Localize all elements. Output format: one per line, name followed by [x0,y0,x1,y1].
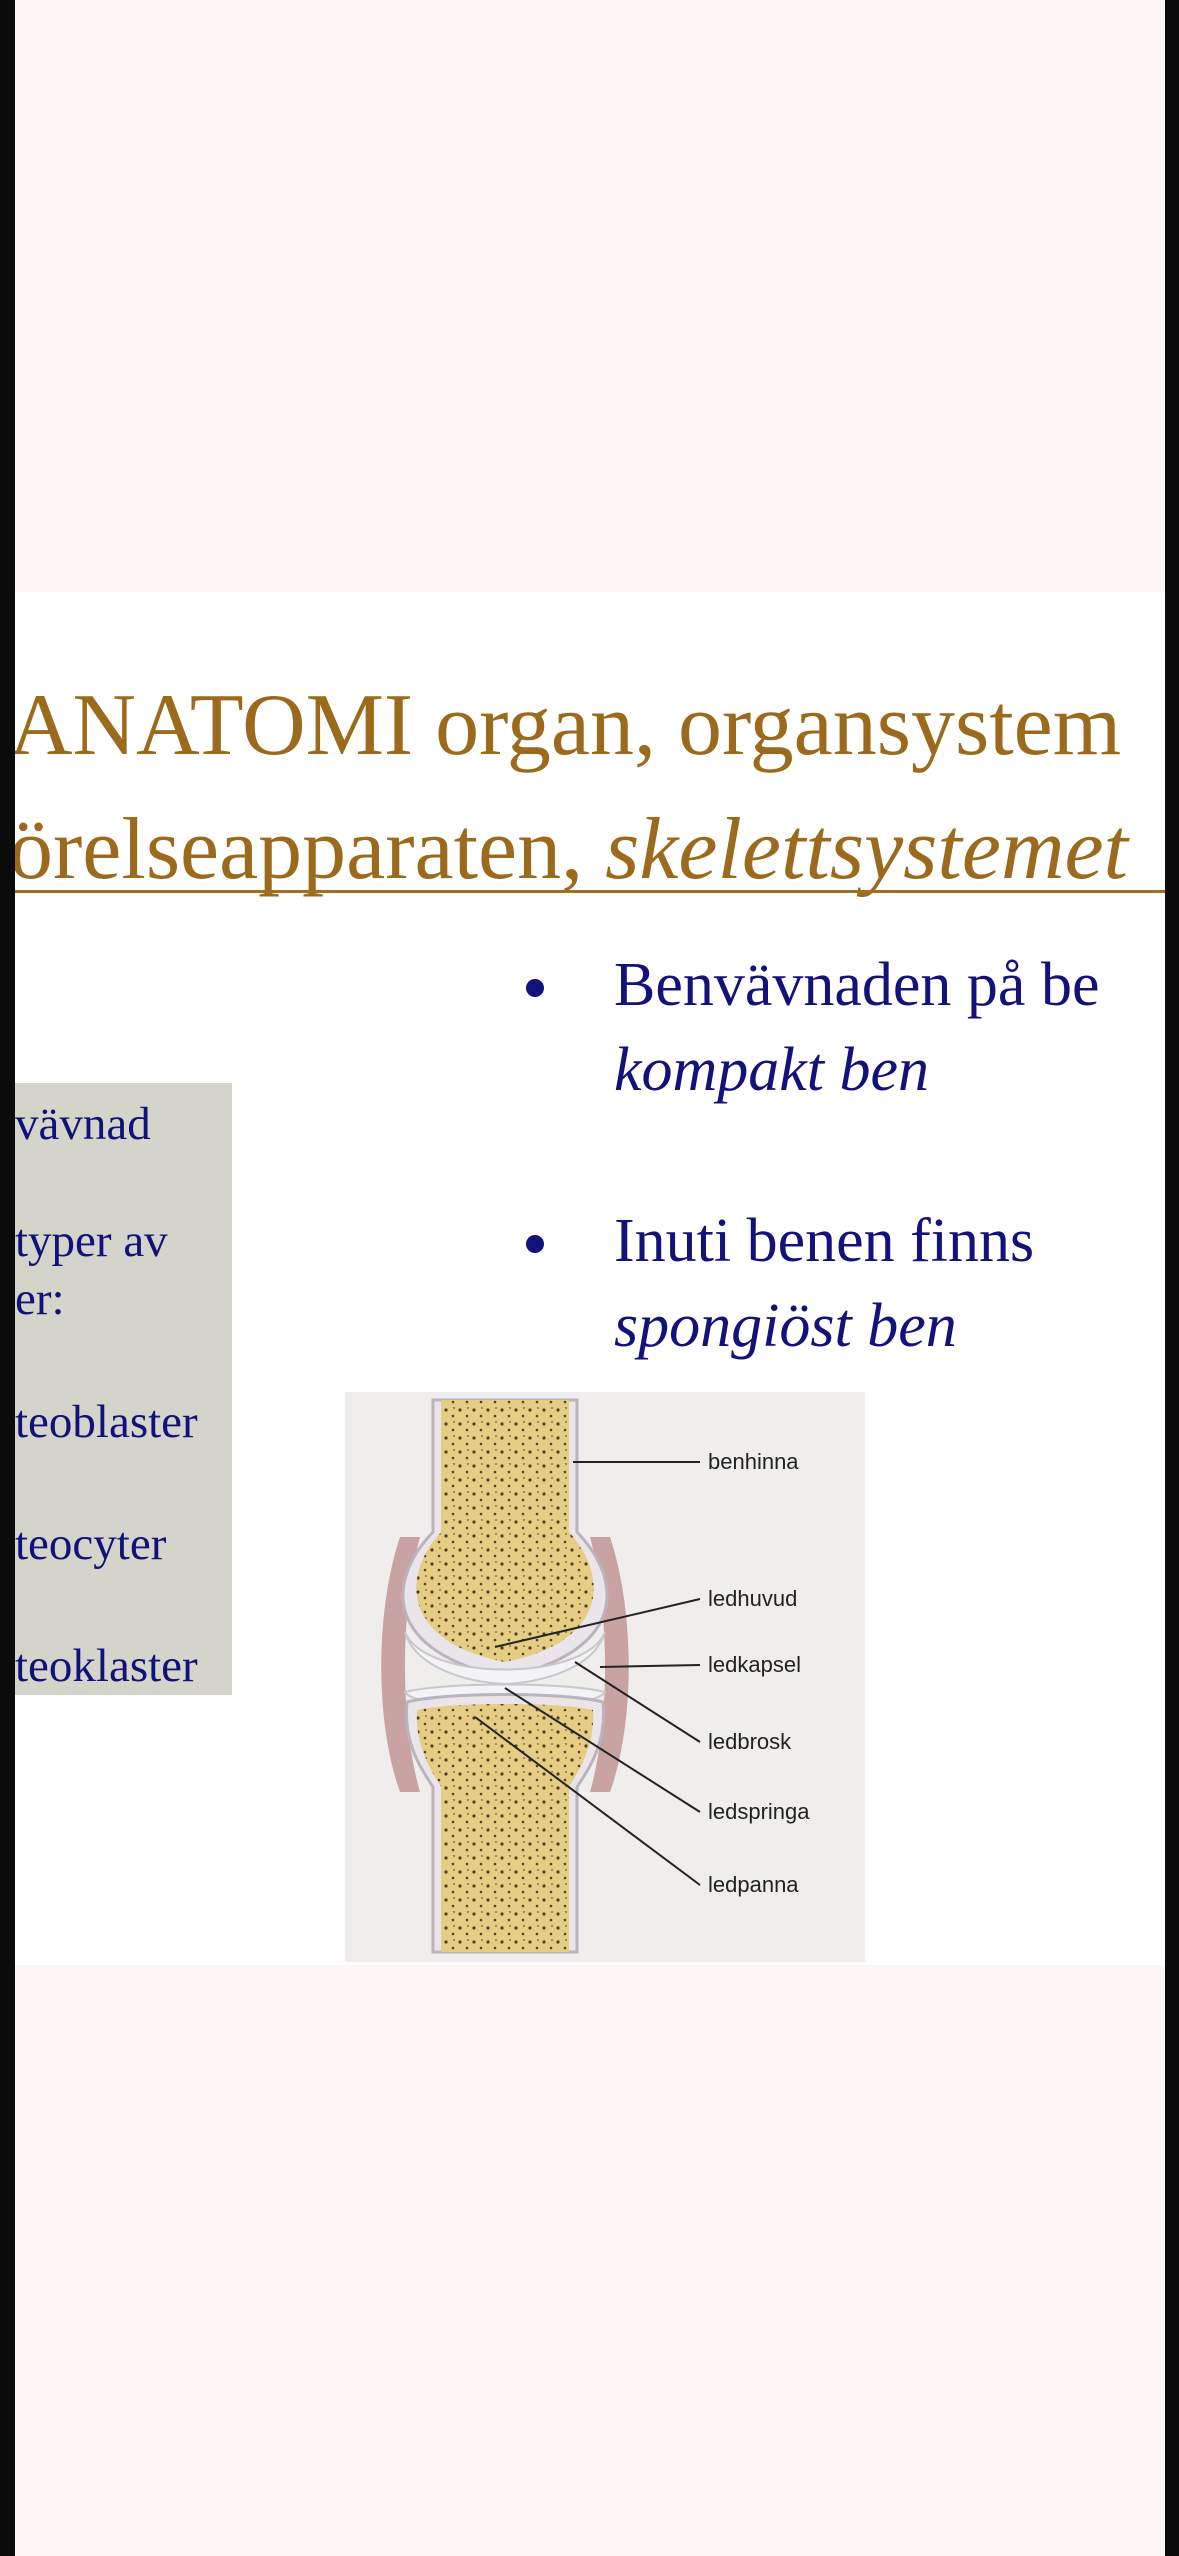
sidebar-item: typer av [15,1215,168,1267]
bullet-dot [526,1235,544,1253]
bullet-2-italic: spongiöst ben [614,1292,957,1360]
sidebar-item: teocyter [15,1518,167,1570]
sidebar-item: er: [15,1273,65,1325]
title-line-2-italic: skelettsystemet [605,801,1128,898]
joint-diagram [345,1392,865,1962]
sidebar-item: teoblaster [15,1396,198,1448]
slide-title-line-2: örelseapparaten, skelettsystemet [15,806,1128,894]
figure-label-ledbrosk: ledbrosk [708,1729,792,1754]
right-screen-edge [1165,0,1179,2556]
figure-label-benhinna: benhinna [708,1449,799,1474]
sidebar-item: teoklaster [15,1640,198,1692]
sidebar-box: vävnad typer av er: teoblaster teocyter … [15,1083,232,1695]
bullet-1-text: Benvävnaden på be [614,951,1100,1019]
title-line-2-prefix: örelseapparaten, [15,801,606,898]
figure-label-ledspringa: ledspringa [708,1799,810,1824]
bullet-1-italic: kompakt ben [614,1036,930,1104]
title-underline [15,890,1165,893]
figure-label-ledkapsel: ledkapsel [708,1652,801,1677]
figure-label-ledhuvud: ledhuvud [708,1586,798,1611]
slide: ANATOMI organ, organsystem örelseapparat… [15,592,1165,1965]
slide-title-line-1: ANATOMI organ, organsystem [15,677,1122,774]
figure-label-ledpanna: ledpanna [708,1872,799,1897]
sidebar-item: vävnad [15,1098,151,1150]
left-screen-edge [0,0,15,2556]
bullet-2-text: Inuti benen finns [614,1207,1035,1275]
bullet-dot [526,979,544,997]
joint-illustration: benhinna ledhuvud ledkapsel ledbrosk led… [345,1392,865,1962]
